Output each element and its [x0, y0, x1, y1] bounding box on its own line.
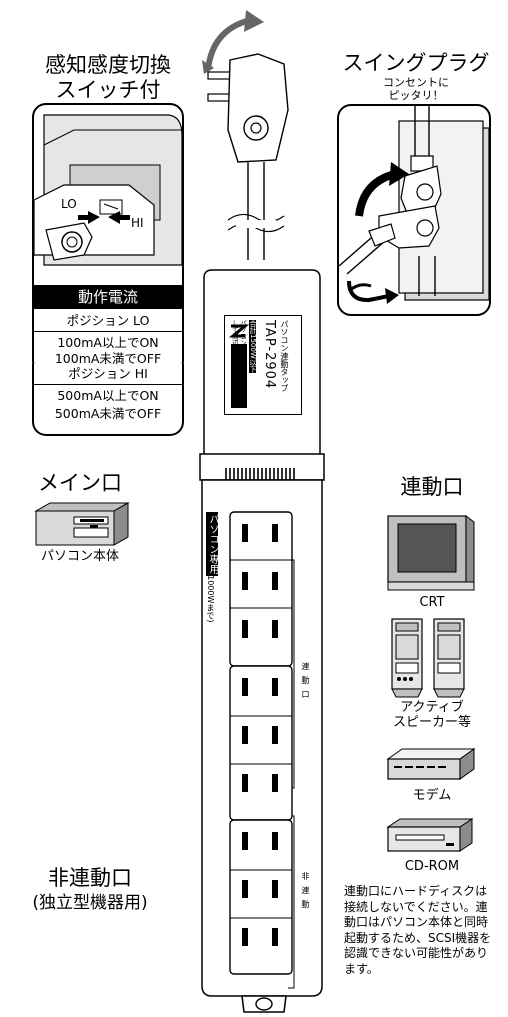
swing-plug-cord-illustration: [202, 10, 289, 260]
label-desc-line2: して周辺機器をON/OFF: [230, 320, 239, 391]
pc-body-caption: パソコン本体: [40, 549, 119, 564]
hi-on-threshold: 500mA以上でON: [57, 388, 159, 403]
nonlinked-port-title: 非連動口: [48, 866, 132, 890]
modem-caption: モデム: [412, 788, 452, 803]
label-product-name: パソコン連動タップ: [280, 320, 289, 392]
product-label-card: [224, 315, 302, 415]
position-lo-label: ポジション LO: [66, 313, 150, 328]
pc-wattage-label: (1000Wまで): [206, 572, 215, 623]
switch-hi-label: HI: [131, 216, 144, 230]
crt-monitor-icon: [387, 515, 475, 591]
switch-title-line2: スイッチ付: [55, 78, 161, 102]
swing-plug-title: スイングプラグ: [342, 51, 490, 75]
speaker-caption-line1: アクティブ: [400, 700, 464, 715]
switch-lo-label: LO: [61, 197, 77, 211]
linked-outlets-label: 連動口: [301, 662, 310, 704]
position-hi-label: ポジション HI: [68, 366, 148, 381]
switch-title-line1: 感知感度切換: [45, 53, 171, 77]
sensitivity-switch-panel: LO HI 動作電流 ポジション LO 100mA以上でON 100mA未満でO…: [32, 103, 184, 375]
switch-illustration: [34, 114, 182, 266]
label-desc-line1: パソコン専用 ON/OFFに連動: [238, 320, 247, 406]
nonlinked-outlets-label: 非連動: [301, 872, 310, 914]
speaker-caption-line2: スピーカー等: [392, 715, 471, 730]
nonlinked-port-subtitle: (独立型機器用): [32, 893, 148, 913]
pc-only-label: パソコン専用: [206, 512, 218, 576]
label-model-number: TAP-2904: [262, 320, 277, 390]
linked-port-title: 連動口: [400, 475, 464, 499]
warning-note: 連動口にハードディスクは接続しないでください。連動口はパソコン本体と同時起動する…: [344, 884, 492, 976]
position-hi-section: [32, 364, 184, 436]
hi-off-threshold: 500mA未満でOFF: [54, 406, 162, 421]
active-speaker-icon: [391, 618, 465, 698]
swing-plug-sub1: コンセントに: [383, 76, 449, 89]
swing-plug-sub2: ピッタリ！: [388, 89, 444, 102]
main-port-title: メイン口: [38, 471, 122, 495]
swing-plug-panel: [337, 104, 491, 316]
label-total-wattage: 合計1500W以下: [249, 320, 257, 373]
crt-caption: CRT: [419, 595, 445, 610]
lo-off-threshold: 100mA未満でOFF: [54, 351, 162, 366]
brand-logo-icon: [228, 324, 250, 338]
swing-plug-illustration: [339, 106, 489, 304]
pc-tower-icon: [34, 502, 130, 546]
cdrom-caption: CD-ROM: [404, 859, 460, 874]
lo-on-threshold: 100mA以上でON: [57, 335, 159, 350]
cdrom-icon: [386, 818, 474, 852]
operating-current-header: 動作電流: [34, 285, 182, 309]
modem-icon: [386, 748, 476, 780]
outlet-column: [229, 511, 293, 975]
